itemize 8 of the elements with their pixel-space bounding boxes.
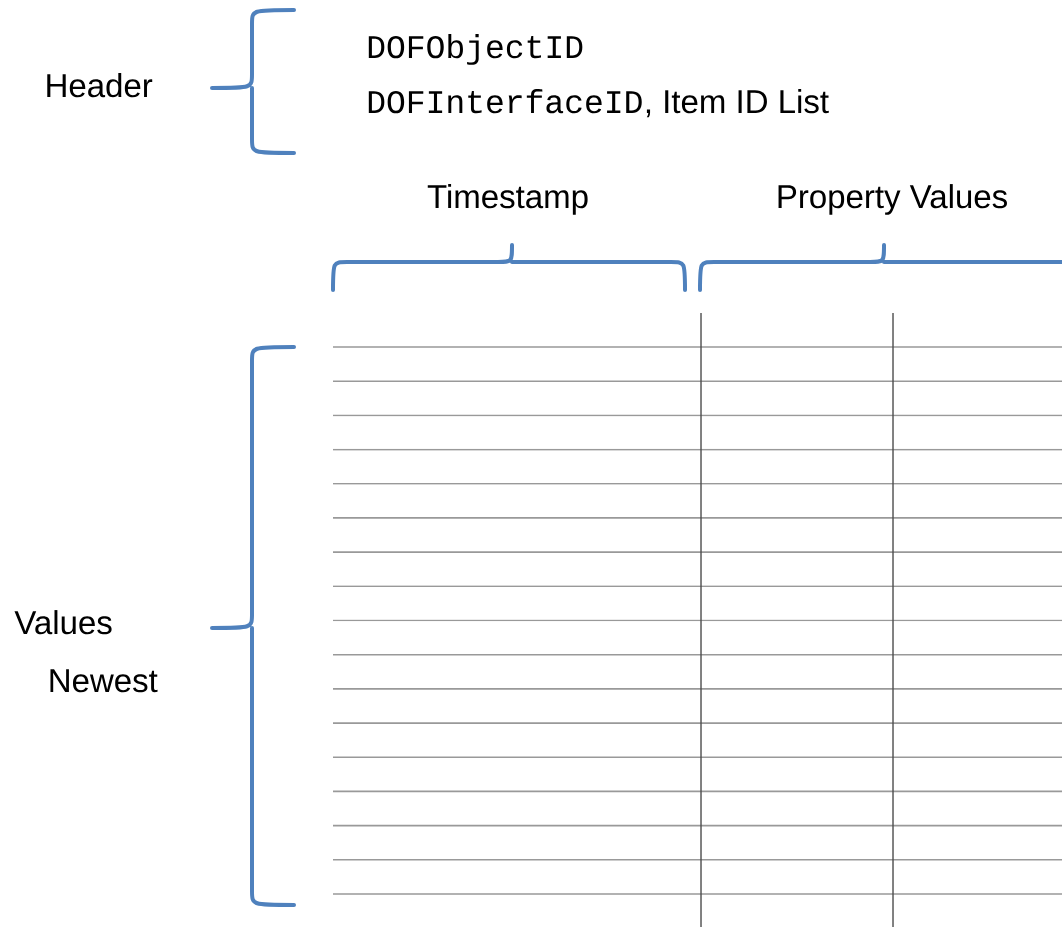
label-text: Timestamp	[427, 184, 588, 215]
label-text: Property Values	[778, 184, 1007, 215]
label-text: Newest	[50, 669, 158, 693]
label-text: Header	[47, 73, 153, 98]
code-text: DOFInterfaceID	[368, 89, 642, 114]
label-text: Values	[14, 610, 112, 635]
code-text: DOFObjectID	[368, 34, 583, 65]
label-text: , Item ID List	[646, 89, 829, 118]
